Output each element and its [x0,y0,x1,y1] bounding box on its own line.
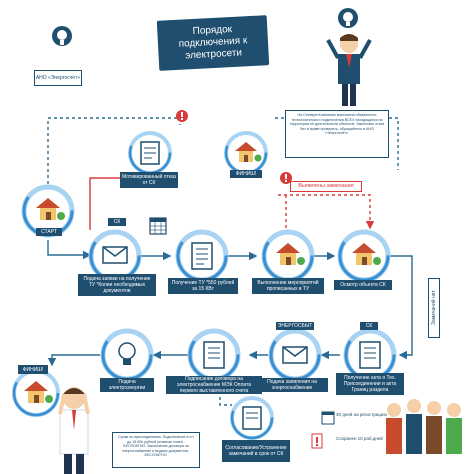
flow-lines [47,117,413,406]
start-to-apply [47,240,92,260]
house-icon [24,381,53,403]
red-lines [89,177,375,230]
supply-node [100,328,154,382]
lightbulb-icon [118,342,136,365]
energy-app-node [268,328,322,382]
document-icon [242,406,262,430]
organization-label: АНО «Энергосчёт» [34,70,82,86]
tu-node [175,229,229,283]
top-lightbulb-icon [52,26,72,46]
calendar-icon [149,217,167,235]
supply-step-label: Подача электроэнергии [100,378,154,392]
remarks-label: Выявлены замечания [290,181,362,192]
inspect-step-label: Осмотр объекта СК [334,280,392,290]
acts-node [343,328,397,382]
top-info-box: На Сетевую Компанию возложена обязанност… [285,110,389,158]
energosbyt-label: ЭНЕРГОСБЫТ [276,322,314,330]
refusal-line [89,177,132,230]
tu-step-label: Получение ТУ *550 рублей за 15 КВт [168,278,238,294]
worried-person-figure [58,387,90,474]
energy-app-step-label: Подача заявления на энергоснабжение [256,378,328,392]
sk-label-1: СК [108,218,126,226]
sk-label-2: СК [360,322,378,330]
calendar-icon [321,411,335,425]
warning-icon [311,433,323,449]
contract-step-label: Подписание договора на электроснабжение … [166,376,262,394]
finish-bottom-node [12,369,60,417]
envelope-icon [102,246,128,264]
house-icon [276,243,305,265]
inspect-to-acts [390,255,413,360]
refusal-node [128,131,172,175]
house-icon [235,142,262,162]
supply-to-finish [47,354,100,367]
acts-step-label: Получение акта о Тех. Присоединении и ак… [336,373,404,395]
warning-icon [176,110,188,122]
document-icon [140,141,160,165]
presenter-figure [326,34,372,106]
bottom-info-box: Сроки по присоединению: Подключение в с/… [112,432,200,468]
remarks-fix-step-label: Согласование/Устранение замечаний в срок… [222,440,290,462]
bulb-badge-icon [338,8,358,28]
document-icon [191,242,213,270]
page-title: Порядок подключения к электросети [156,15,270,71]
envelope-icon [282,346,308,364]
remarks-fix-node [230,396,274,440]
top-right-dashed-line [275,117,399,170]
finish-top-node [224,131,268,175]
start-label: СТАРТ [36,228,62,236]
finish-bottom-label: ФИНИШ! [18,365,48,374]
house-icon [36,198,65,220]
start-node [21,184,75,238]
legend-item-2: Сохранен 10 раб.дней [336,436,383,441]
remarks-line [278,194,375,230]
refusal-label: Мотивированный отказ от СК [120,172,178,188]
document-icon [359,341,381,369]
ring-nodes [12,131,397,440]
contract-node [187,328,241,382]
top-dashed-line [47,117,181,190]
people-group-figure [386,399,462,454]
apply-step-label: Подача заявки на получение ТУ *Копии нео… [78,274,156,296]
house-icon [352,243,381,265]
legend-item-1: 30 дней на регистрацию [336,412,387,417]
apply-node [88,229,142,283]
document-icon [203,341,225,369]
fulfill-node [261,229,315,283]
fulfill-step-label: Выполнение мероприятий прописанных в ТУ [252,278,324,294]
done-vertical-label: Замечаний нет [428,278,440,338]
warning-icon [280,172,292,184]
inspect-node [337,229,391,283]
finish-top-label: ФИНИШ! [230,170,262,178]
